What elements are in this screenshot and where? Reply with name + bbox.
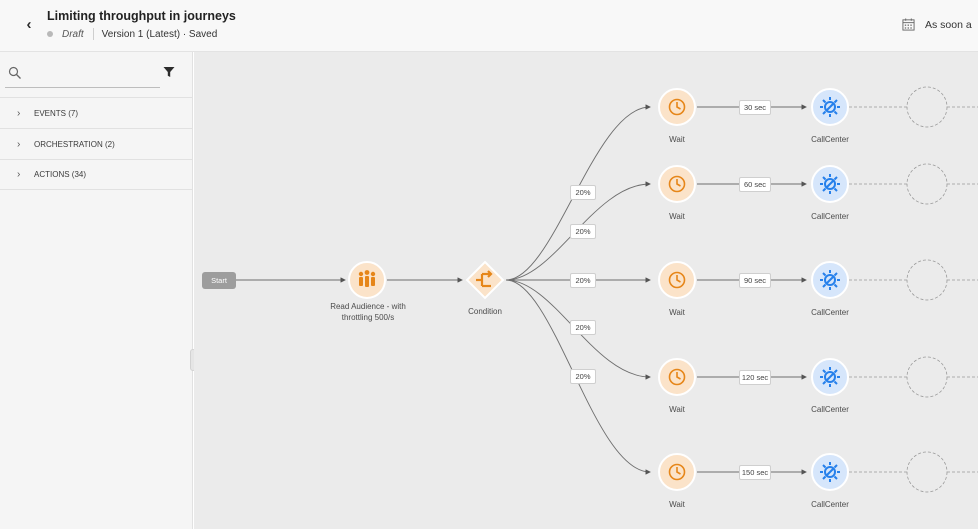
action-label: CallCenter [811,135,849,144]
callcenter-action-node-4[interactable] [810,357,850,397]
chevron-right-icon: › [17,138,21,150]
wait-label: Wait [669,405,685,414]
action-label: CallCenter [811,500,849,509]
back-button[interactable]: ‹ [26,16,32,33]
condition-label: Condition [468,307,502,316]
action-label: CallCenter [811,405,849,414]
wait-node-2[interactable] [657,164,697,204]
condition-node[interactable] [464,260,506,302]
search-icon [8,66,21,79]
clock-icon [668,98,686,116]
action-label: CallCenter [811,212,849,221]
action-label: CallCenter [811,308,849,317]
clock-icon [668,271,686,289]
callcenter-action-node-2[interactable] [810,164,850,204]
wait-node-3[interactable] [657,260,697,300]
journey-canvas[interactable]: Start Read Audience - with throttling 50… [194,52,978,529]
wait-label: Wait [669,308,685,317]
schedule-button[interactable]: As soon a [902,18,972,31]
wait-label: Wait [669,500,685,509]
clock-icon [668,368,686,386]
branch-percent-4: 20% [570,320,596,335]
audience-icon [358,270,376,287]
branch-percent-2: 20% [570,224,596,239]
search-input[interactable] [5,62,160,88]
clock-icon [668,463,686,481]
custom-action-icon [820,270,840,290]
category-orchestration[interactable]: › ORCHESTRATION (2) [0,128,193,159]
read-audience-node[interactable] [347,260,387,300]
wait-duration-1: 30 sec [739,100,771,115]
connector-lines [236,86,978,493]
filter-icon[interactable] [163,66,175,78]
schedule-label: As soon a [925,18,972,31]
wait-node-1[interactable] [657,87,697,127]
journey-title: Limiting throughput in journeys [47,9,236,23]
wait-duration-4: 120 sec [739,370,771,385]
status-badge: Draft [62,28,84,40]
category-label: ACTIONS (34) [34,170,87,179]
wait-duration-5: 150 sec [739,465,771,480]
wait-duration-3: 90 sec [739,273,771,288]
custom-action-icon [820,367,840,387]
wait-label: Wait [669,135,685,144]
category-label: ORCHESTRATION (2) [34,139,115,149]
custom-action-icon [820,97,840,117]
header-bar: ‹ Limiting throughput in journeys Draft … [0,0,978,52]
start-node[interactable]: Start [202,272,236,289]
custom-action-icon [820,174,840,194]
divider [92,28,94,40]
branch-percent-3: 20% [570,273,596,288]
wait-duration-2: 60 sec [739,177,771,192]
clock-icon [668,175,686,193]
branch-percent-1: 20% [570,185,596,200]
status-dot [47,31,53,37]
read-audience-label-line-2: throttling 500/s [341,313,395,322]
activity-palette: › EVENTS (7) › ORCHESTRATION (2) › ACTIO… [0,52,193,529]
wait-node-5[interactable] [657,452,697,492]
category-actions[interactable]: › ACTIONS (34) [0,159,193,190]
chevron-right-icon: › [17,169,21,180]
wait-label: Wait [669,212,685,221]
callcenter-action-node-3[interactable] [810,260,850,300]
category-events[interactable]: › EVENTS (7) [0,97,193,128]
version-label: Version 1 (Latest) · Saved [101,28,218,40]
branch-icon [476,270,493,288]
calendar-icon [902,18,915,31]
callcenter-action-node-5[interactable] [810,452,850,492]
read-audience-label-line-1: Read Audience - with [330,302,406,311]
custom-action-icon [820,462,840,482]
category-label: EVENTS (7) [34,108,79,118]
callcenter-action-node-1[interactable] [810,87,850,127]
journey-status-line: Draft Version 1 (Latest) · Saved [47,28,217,40]
chevron-right-icon: › [17,107,21,119]
wait-node-4[interactable] [657,357,697,397]
branch-percent-5: 20% [570,369,596,384]
